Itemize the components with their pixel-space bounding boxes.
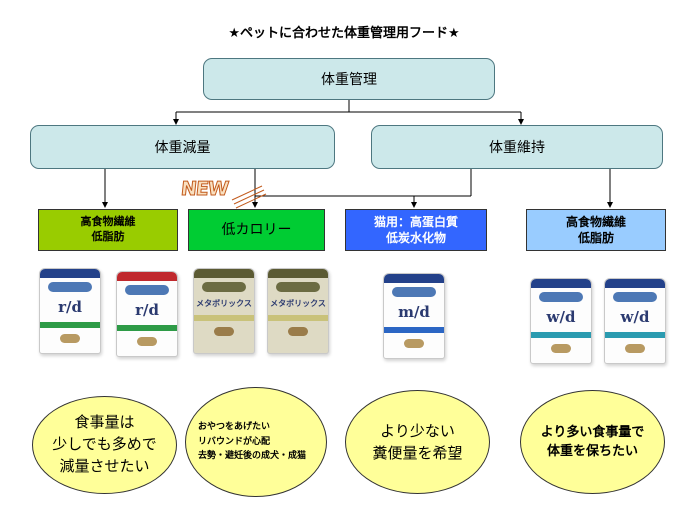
root-node: 体重管理 (203, 58, 495, 100)
category-line: 高食物繊維 (565, 214, 626, 229)
product-label: メタボリックス (196, 299, 252, 308)
category-line: 低脂肪 (577, 231, 614, 245)
branch-node-weight-loss: 体重減量 (30, 125, 335, 169)
product-label: メタボリックス (270, 299, 326, 308)
product-label: m/d (398, 303, 430, 321)
bubble-line: 糞便量を希望 (372, 444, 463, 462)
category-high-fiber-low-fat: 高食物繊維 低脂肪 (38, 209, 178, 251)
branch-label: 体重減量 (154, 140, 211, 156)
brand-logo-icon (539, 292, 583, 302)
branch-label: 体重維持 (489, 140, 545, 156)
need-bubble-more-food-maintain: より多い食事量で 体重を保ちたい (520, 390, 665, 494)
diagram-title: ★ペットに合わせた体重管理用フード★ (228, 26, 460, 41)
bubble-line: 体重を保ちたい (546, 444, 638, 459)
brand-logo-icon (276, 282, 320, 292)
need-bubble-treats-rebound: おやつをあげたい リバウンドが心配 去勢・避妊後の成犬・成猫 (185, 387, 327, 497)
category-line: 高食物繊維 (80, 215, 136, 229)
brand-logo-icon (125, 285, 169, 295)
product-label: r/d (58, 298, 82, 316)
brand-logo-icon (202, 282, 246, 292)
category-line: 低カロリー (221, 221, 292, 238)
bubble-line: 少しでも多めで (52, 435, 157, 454)
category-line: 猫用：高蛋白質 (373, 214, 458, 229)
category-line: 低脂肪 (91, 230, 125, 243)
product-label: w/d (546, 308, 576, 326)
brand-logo-icon (48, 282, 92, 292)
product-bag-rd-2: r/d (116, 271, 178, 357)
brand-logo-icon (392, 287, 436, 297)
bubble-line: より少ない (380, 421, 455, 440)
product-bag-wd-1: w/d (530, 278, 592, 364)
brand-logo-icon (613, 292, 657, 302)
product-bag-metabolic-1: メタボリックス (193, 268, 255, 354)
product-bag-md: m/d (383, 273, 445, 359)
root-label: 体重管理 (321, 72, 377, 88)
bubble-line: より多い食事量で (540, 424, 645, 440)
product-bag-wd-2: w/d (604, 278, 666, 364)
bubble-line: リバウンドが心配 (198, 436, 271, 447)
product-bag-metabolic-2: メタボリックス (267, 268, 329, 354)
category-high-fiber-low-fat-maint: 高食物繊維 低脂肪 (526, 209, 666, 251)
new-badge: NEW (179, 178, 229, 201)
bubble-line: 去勢・避妊後の成犬・成猫 (198, 451, 307, 462)
product-bag-rd-1: r/d (39, 268, 101, 354)
bubble-line: 食事量は (74, 413, 135, 432)
category-low-calorie: 低カロリー (188, 209, 325, 251)
need-bubble-less-stool: より少ない 糞便量を希望 (345, 390, 490, 494)
product-label: w/d (620, 308, 650, 326)
need-bubble-more-food-loss: 食事量は 少しでも多めで 減量させたい (32, 396, 177, 494)
bubble-line: おやつをあげたい (198, 422, 271, 433)
category-high-protein-low-carb: 猫用：高蛋白質 低炭水化物 (345, 209, 487, 251)
bubble-line: 減量させたい (59, 456, 150, 475)
category-line: 低炭水化物 (385, 231, 446, 245)
branch-node-weight-maintenance: 体重維持 (371, 125, 663, 169)
product-label: r/d (135, 301, 159, 319)
